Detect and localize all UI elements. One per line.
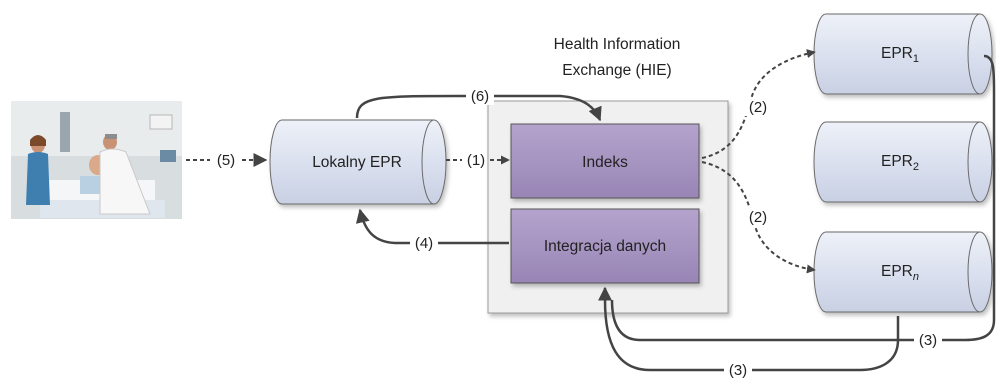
- hie-title-line1: Health Information: [554, 36, 681, 53]
- edge-6: (6): [355, 87, 602, 122]
- epr1-label: EPR1: [881, 45, 919, 65]
- edge-3-upper-label: (3): [919, 332, 937, 349]
- eprn-label: EPRn: [881, 263, 919, 283]
- eprn-cylinder[interactable]: [813, 231, 993, 313]
- edge-5: (5): [186, 152, 268, 169]
- hie-title-line2: Exchange (HIE): [562, 62, 671, 79]
- edge-3-upper: (3): [610, 54, 996, 349]
- lokalny-epr-cylinder[interactable]: [269, 119, 447, 205]
- epr1-cylinder[interactable]: [813, 13, 993, 95]
- epr2-label: EPR2: [881, 153, 919, 173]
- edge-4-label: (4): [415, 235, 433, 252]
- patient-photo: [11, 101, 182, 219]
- edge-1-label: (1): [467, 152, 485, 169]
- edge-2-to-epr1: (2): [701, 49, 816, 159]
- edge-3-lower-label: (3): [729, 362, 747, 379]
- indeks-label: Indeks: [582, 154, 628, 171]
- edge-1: (1): [446, 152, 510, 169]
- lokalny-epr-label: Lokalny EPR: [312, 154, 402, 171]
- edge-4: (4): [355, 208, 509, 252]
- edge-5-label: (5): [217, 152, 235, 169]
- epr2-cylinder[interactable]: [813, 121, 993, 203]
- edge-2-to-eprn: (2): [701, 161, 816, 274]
- indeks-box[interactable]: Indeks: [510, 123, 700, 199]
- integracja-danych-box[interactable]: Integracja danych: [510, 208, 700, 284]
- edge-2a-label: (2): [749, 99, 767, 116]
- edge-3-lower: (3): [598, 286, 900, 379]
- edge-6-label: (6): [471, 88, 489, 105]
- edge-2b-label: (2): [749, 209, 767, 226]
- integracja-danych-label: Integracja danych: [544, 238, 666, 255]
